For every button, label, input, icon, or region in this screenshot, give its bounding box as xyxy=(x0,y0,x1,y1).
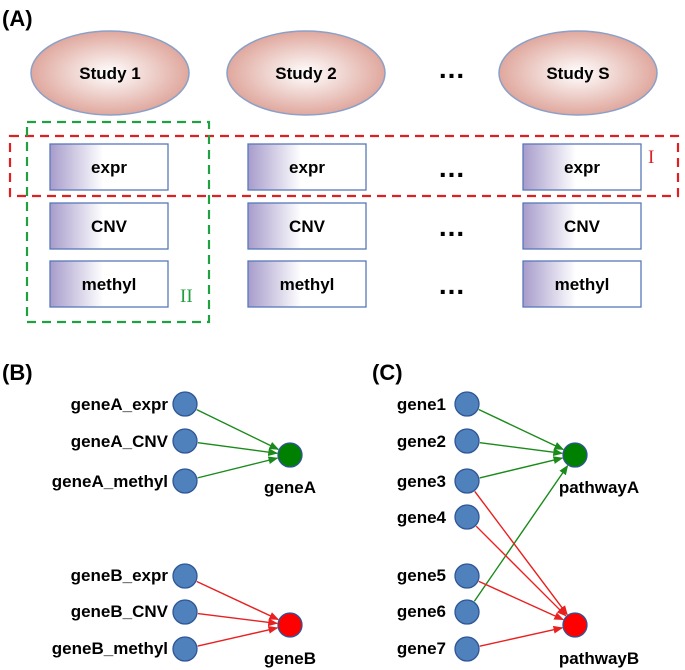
edge-gene7-pathwayB xyxy=(479,625,564,647)
expr-ellipsis: ... xyxy=(439,152,465,183)
node-gene5 xyxy=(454,563,480,589)
study-2-label: Study 2 xyxy=(275,64,336,83)
grouping-ii-label: II xyxy=(180,286,193,307)
study-s-methyl-box: methyl xyxy=(522,260,642,308)
geneB-expr-label: geneB_expr xyxy=(71,566,169,585)
study-1-label: Study 1 xyxy=(79,64,140,83)
node-gene7 xyxy=(454,636,480,662)
gene5-label: gene5 xyxy=(397,566,446,585)
geneA-methyl-label: geneA_methyl xyxy=(52,472,168,491)
study-s: Study S xyxy=(498,30,658,116)
study-s-label: Study S xyxy=(546,64,609,83)
geneB-methyl-label: geneB_methyl xyxy=(52,639,168,658)
node-gene1 xyxy=(454,391,480,417)
gene7-label: gene7 xyxy=(397,639,446,658)
svg-text:CNV: CNV xyxy=(289,217,326,236)
edge-geneB_CNV xyxy=(197,612,279,627)
geneB-cnv-label: geneB_CNV xyxy=(71,602,169,621)
gene1-label: gene1 xyxy=(397,395,446,414)
edge-gene4-pathwayB xyxy=(475,525,567,617)
study-s-cnv-box: CNV xyxy=(522,202,642,250)
node-geneB xyxy=(277,612,303,638)
panel-b-label: (B) xyxy=(2,360,33,385)
study-1-expr-box: expr xyxy=(49,143,169,191)
panel-b-nodes xyxy=(172,391,303,662)
study-2: Study 2 xyxy=(226,30,386,116)
panel-a-label: (A) xyxy=(2,6,33,31)
edge-geneB_methyl xyxy=(197,626,279,647)
node-geneA xyxy=(277,442,303,468)
node-gene3 xyxy=(454,468,480,494)
geneA-target-label: geneA xyxy=(264,478,316,497)
svg-text:methyl: methyl xyxy=(280,275,335,294)
node-geneB_methyl xyxy=(172,636,198,662)
node-pathwayA xyxy=(562,442,588,468)
edge-gene1-pathwayA xyxy=(478,408,565,451)
pathwayA-label: pathwayA xyxy=(559,478,639,497)
cnv-ellipsis: ... xyxy=(439,211,465,242)
edge-geneA_CNV xyxy=(197,442,279,457)
pathwayB-label: pathwayB xyxy=(559,649,639,668)
panel-c-edges xyxy=(473,408,569,647)
study-1-methyl-box: methyl xyxy=(49,260,169,308)
gene3-label: gene3 xyxy=(397,472,446,491)
node-geneB_expr xyxy=(172,563,198,589)
svg-text:expr: expr xyxy=(289,158,325,177)
gene2-label: gene2 xyxy=(397,432,446,451)
gene6-label: gene6 xyxy=(397,602,446,621)
svg-text:expr: expr xyxy=(564,158,600,177)
node-pathwayB xyxy=(562,612,588,638)
study-2-methyl-box: methyl xyxy=(247,260,367,308)
node-gene4 xyxy=(454,504,480,530)
edge-gene5-pathwayB xyxy=(478,580,565,621)
geneB-target-label: geneB xyxy=(264,649,316,668)
node-geneB_CNV xyxy=(172,599,198,625)
edge-gene3-pathwayB xyxy=(474,490,568,616)
svg-text:methyl: methyl xyxy=(555,275,610,294)
study-2-cnv-box: CNV xyxy=(247,202,367,250)
panel-c-nodes xyxy=(454,391,588,662)
node-geneA_methyl xyxy=(172,468,198,494)
grouping-i-label: I xyxy=(648,147,654,168)
svg-text:methyl: methyl xyxy=(82,275,137,294)
study-s-expr-box: expr xyxy=(522,143,642,191)
edge-gene2-pathwayA xyxy=(479,441,564,457)
geneA-cnv-label: geneA_CNV xyxy=(71,432,169,451)
panel-b-edges xyxy=(196,409,280,647)
node-geneA_expr xyxy=(172,391,198,417)
study-ellipsis: ... xyxy=(439,53,465,84)
svg-text:CNV: CNV xyxy=(91,217,128,236)
svg-text:expr: expr xyxy=(91,158,127,177)
panel-c-label: (C) xyxy=(372,360,403,385)
geneA-expr-label: geneA_expr xyxy=(71,395,169,414)
edge-gene6-pathwayA xyxy=(473,464,569,602)
node-gene6 xyxy=(454,599,480,625)
node-gene2 xyxy=(454,428,480,454)
node-geneA_CNV xyxy=(172,428,198,454)
grouping-i-box xyxy=(8,134,680,198)
study-1-cnv-box: CNV xyxy=(49,202,169,250)
edge-gene3-pathwayA xyxy=(479,456,564,479)
edge-geneA_methyl xyxy=(197,456,279,479)
gene4-label: gene4 xyxy=(397,508,447,527)
edge-geneA_expr xyxy=(196,409,280,450)
study-1: Study 1 xyxy=(30,30,190,116)
study-2-expr-box: expr xyxy=(247,143,367,191)
svg-text:CNV: CNV xyxy=(564,217,601,236)
edge-geneB_expr xyxy=(196,580,280,621)
methyl-ellipsis: ... xyxy=(439,269,465,300)
grouping-ii-box xyxy=(25,120,211,324)
